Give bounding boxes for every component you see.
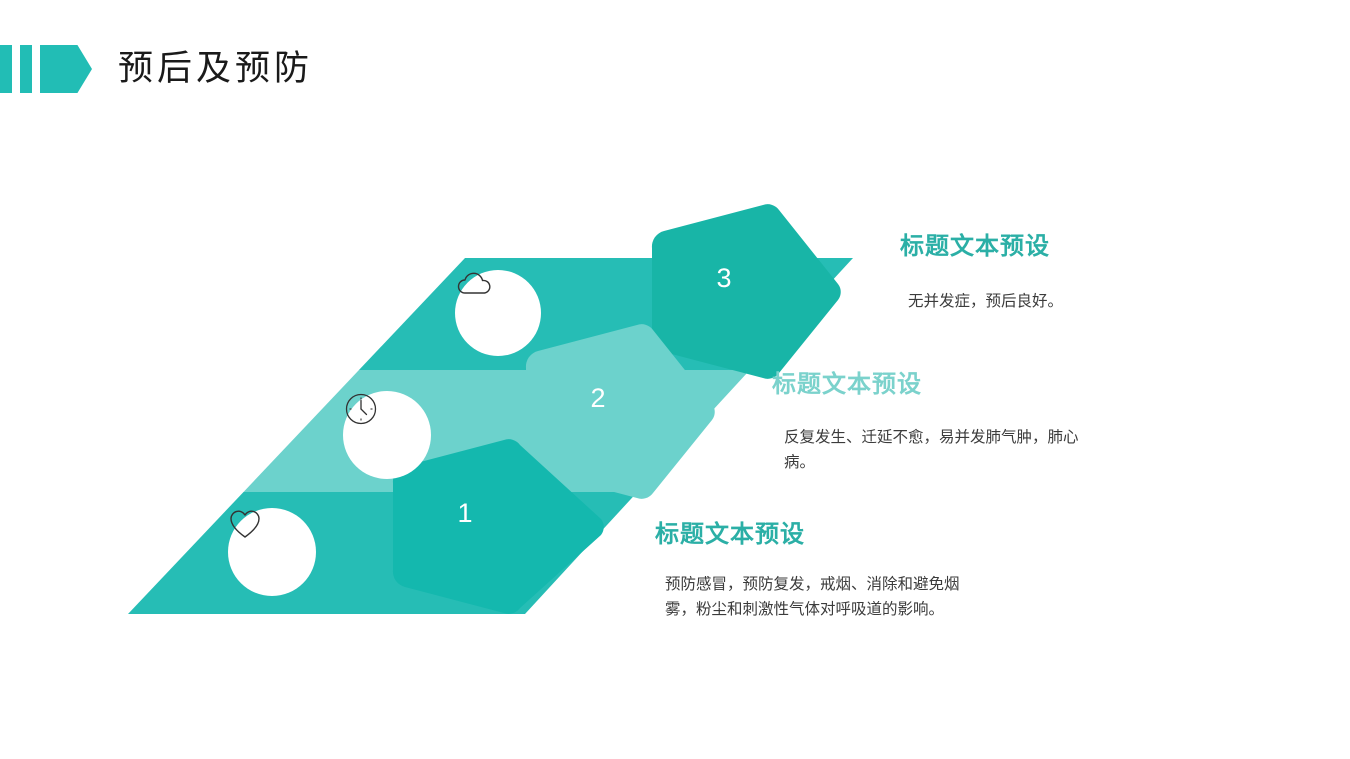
step-body-1: 预防感冒，预防复发，戒烟、消除和避免烟雾，粉尘和刺激性气体对呼吸道的影响。 (665, 576, 960, 618)
step-text-block-2: 标题文本预设 反复发生、迁延不愈，易并发肺气肿，肺心病。 (772, 364, 1132, 475)
step-number-3: 3 (716, 263, 732, 293)
step-body-2: 反复发生、迁延不愈，易并发肺气肿，肺心病。 (784, 429, 1079, 471)
page-title: 预后及预防 (118, 49, 314, 88)
step-icon-circle-2 (343, 391, 431, 479)
step-text-block-3: 标题文本预设 无并发症，预后良好。 (900, 226, 1220, 314)
step-heading-3: 标题文本预设 (900, 233, 1050, 260)
step-body-3: 无并发症，预后良好。 (908, 293, 1064, 310)
step-icon-circle-1 (228, 508, 316, 596)
slide-header: 预后及预防 (0, 0, 1350, 130)
step-text-block-1: 标题文本预设 预防感冒，预防复发，戒烟、消除和避免烟雾，粉尘和刺激性气体对呼吸道… (655, 514, 1000, 622)
decoration-bar-2 (20, 45, 32, 93)
step-icon-circle-3 (455, 270, 541, 356)
step-heading-2: 标题文本预设 (772, 371, 922, 398)
arrow-shape-1 (392, 439, 604, 614)
title-decoration (0, 45, 92, 93)
arrow-shape-3 (651, 204, 841, 379)
arrow-shape-2 (525, 324, 715, 499)
step-heading-1: 标题文本预设 (655, 521, 805, 548)
decoration-bar-1 (0, 45, 12, 93)
step-number-1: 1 (457, 498, 473, 528)
step-number-2: 2 (590, 383, 606, 413)
